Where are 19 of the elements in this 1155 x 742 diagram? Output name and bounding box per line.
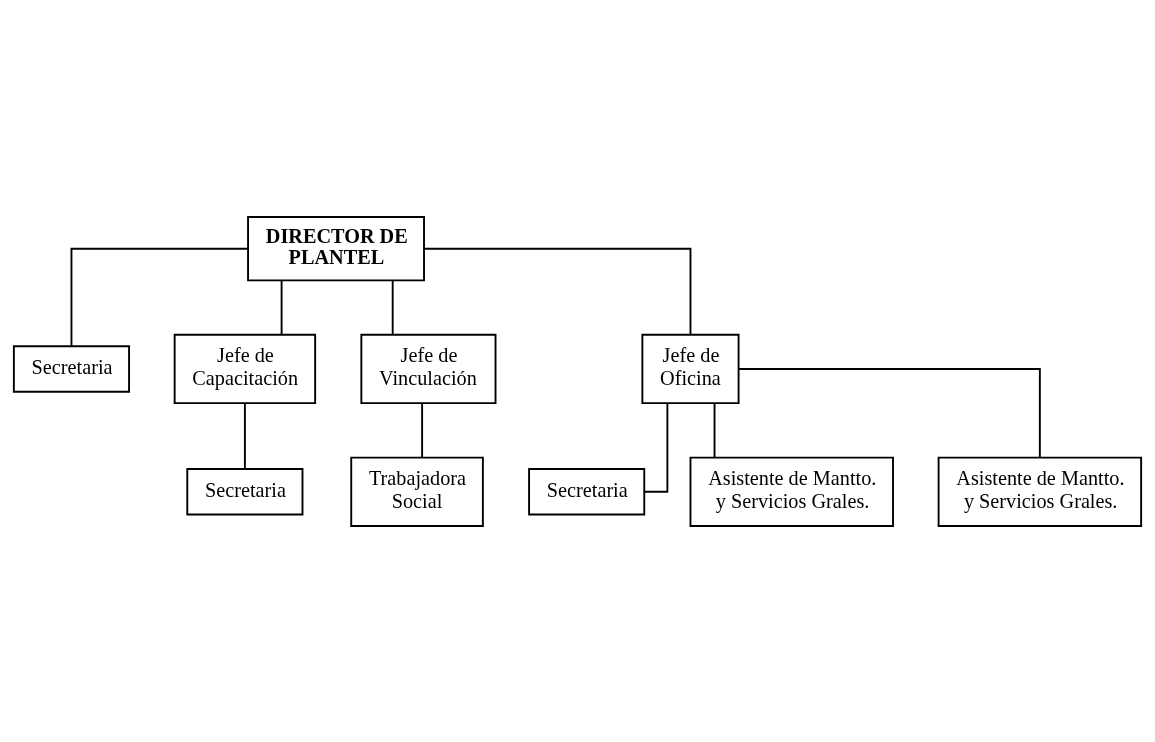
node-box: Secretaria [12, 344, 130, 393]
connector [643, 401, 669, 493]
connector [391, 279, 394, 335]
node-box: Jefe de Oficina [641, 333, 740, 404]
connector [243, 401, 246, 470]
connector [713, 401, 716, 458]
node-box: Asistente de Mantto. y Servicios Grales. [937, 456, 1143, 527]
node-box: Secretaria [186, 467, 304, 515]
node-box: Trabajadora Social [350, 456, 484, 527]
connector [737, 367, 1041, 458]
connector [423, 247, 692, 335]
node-box: DIRECTOR DE PLANTEL [247, 215, 425, 281]
node-box: Secretaria [528, 467, 646, 515]
connector [70, 247, 249, 347]
node-box: Jefe de Vinculación [360, 333, 497, 404]
node-box: Jefe de Capacitación [173, 333, 317, 404]
connector [421, 401, 424, 458]
node-box: Asistente de Mantto. y Servicios Grales. [689, 456, 894, 527]
connector [280, 279, 283, 335]
